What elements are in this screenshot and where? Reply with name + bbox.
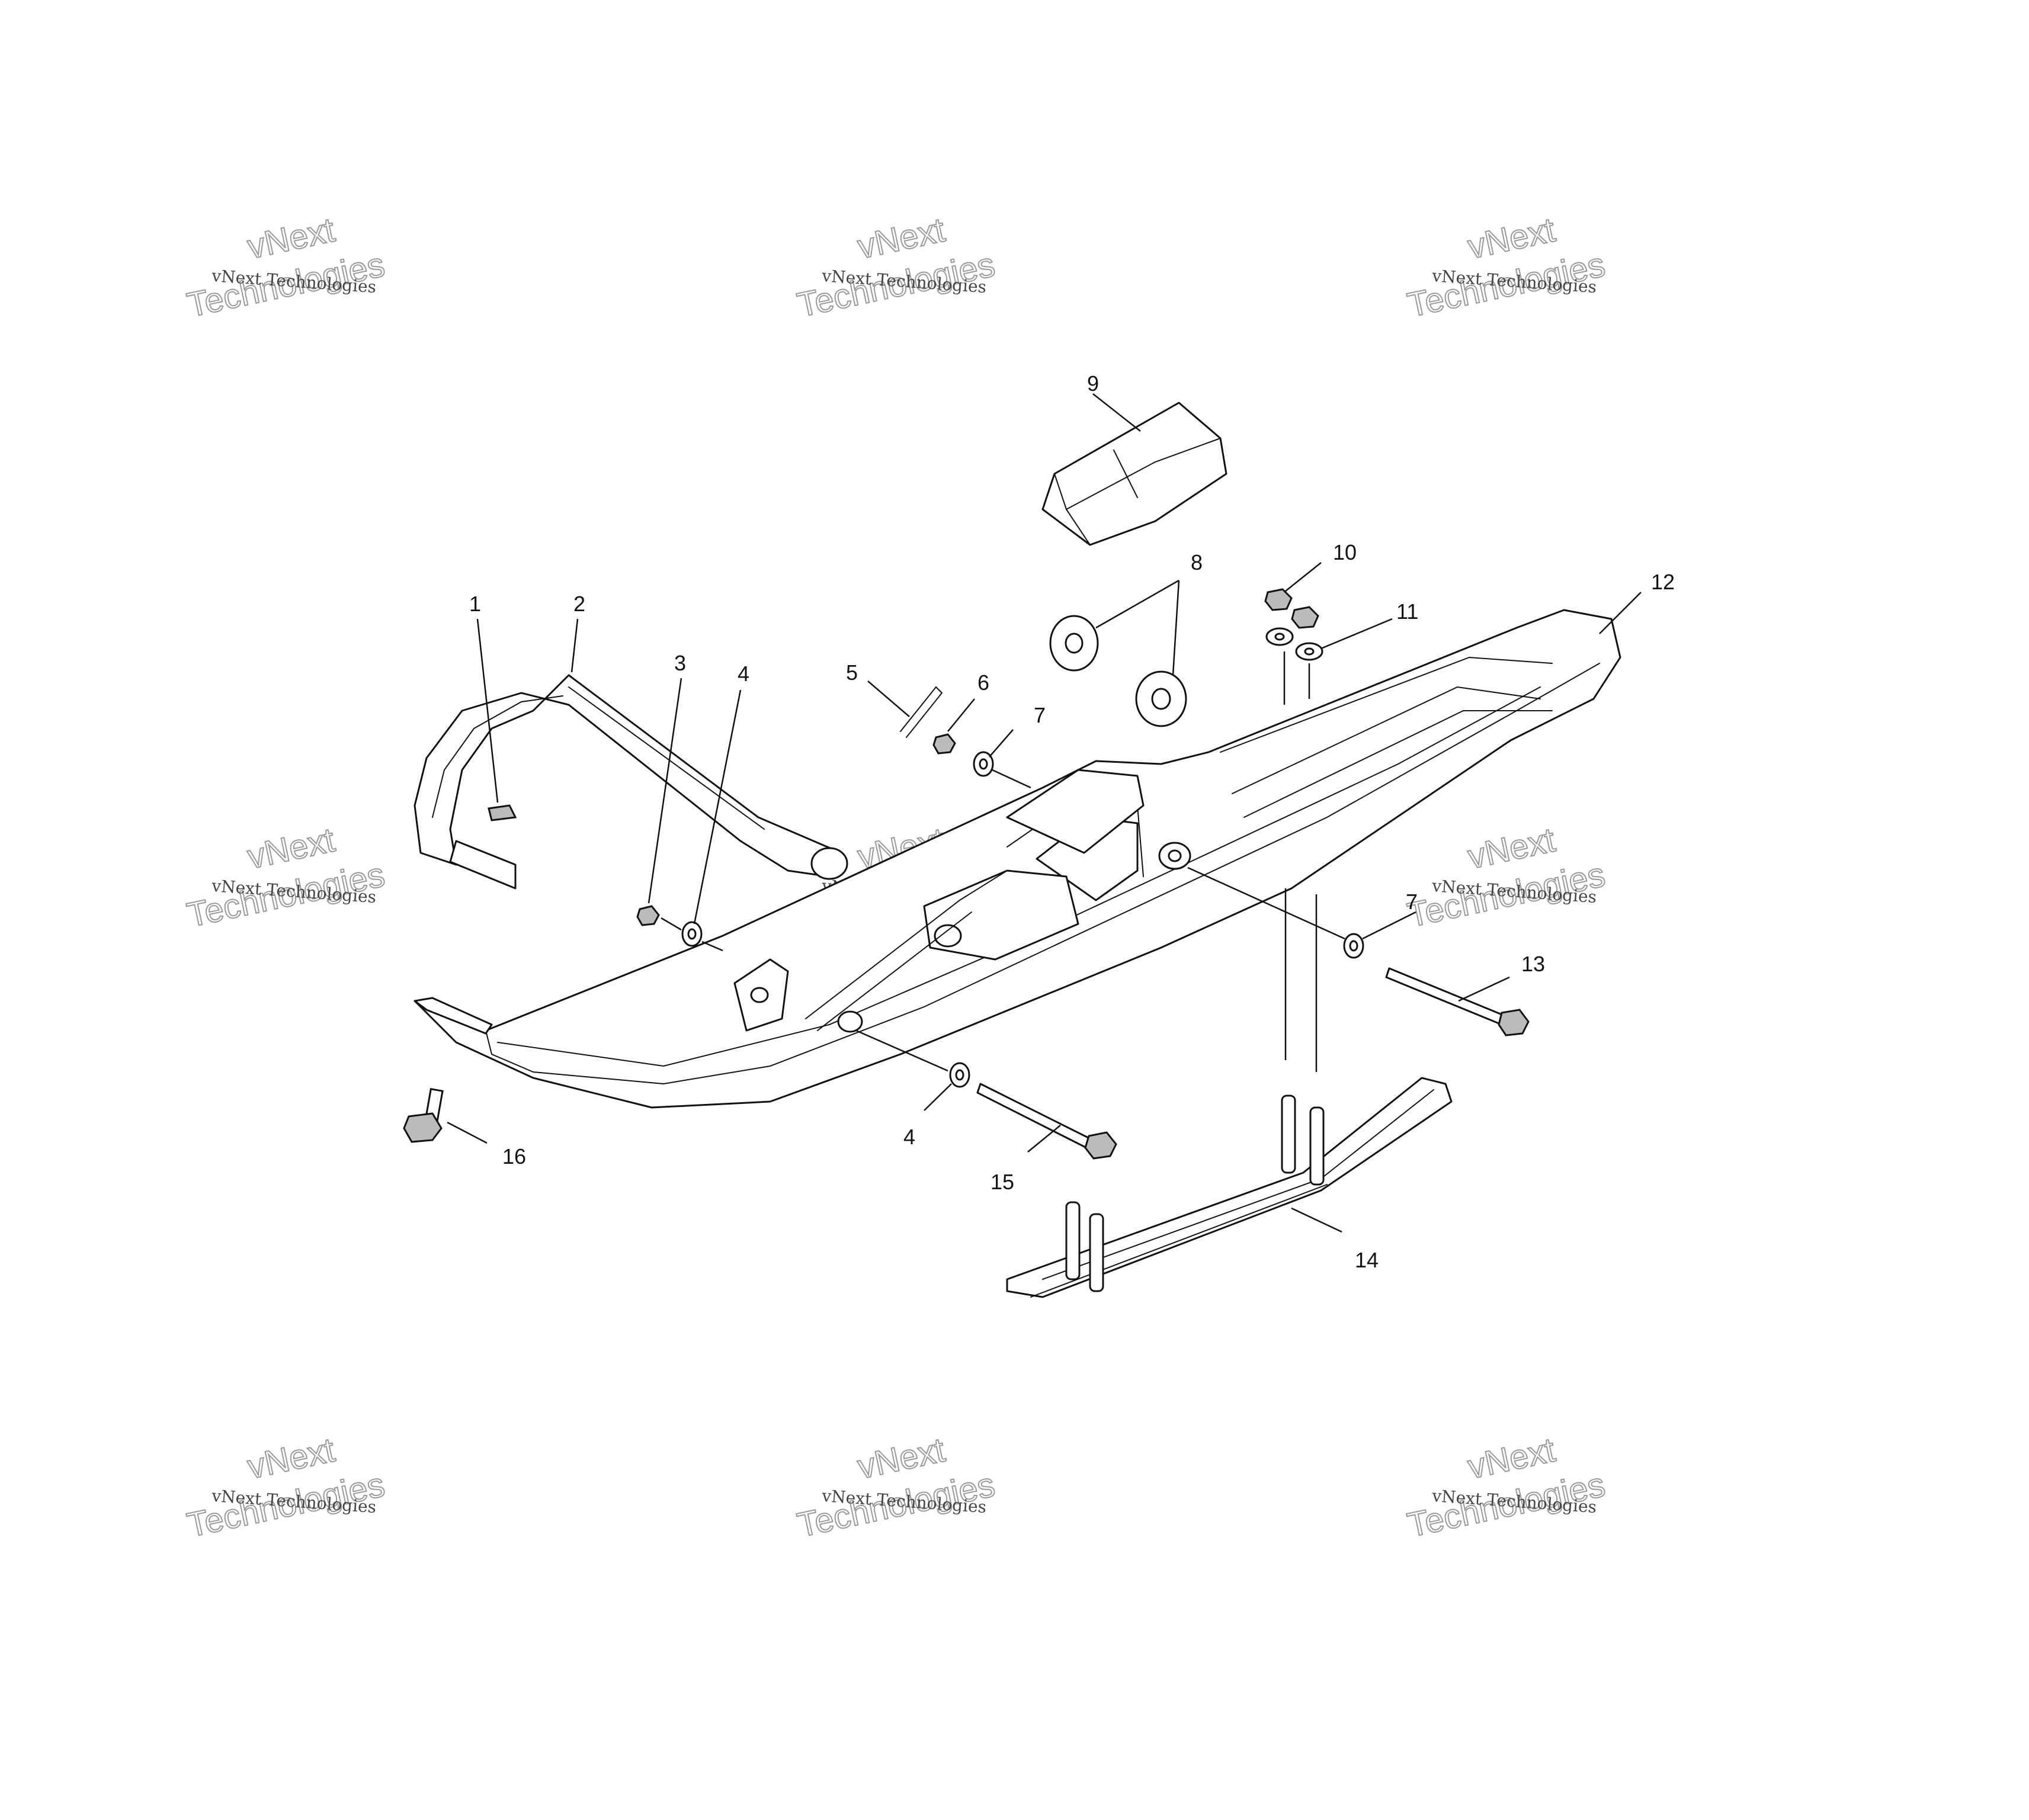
callout-1: 1 <box>469 592 481 616</box>
nut-10a <box>1264 588 1293 611</box>
callout-2: 2 <box>573 592 585 616</box>
watermark: vNext Technologies vNext Technologies <box>183 1430 389 1545</box>
watermark: vNext Technologies vNext Technologies <box>793 210 999 325</box>
hardware <box>403 588 1530 1160</box>
callout-15: 15 <box>991 1170 1014 1194</box>
callout-3: 3 <box>674 651 686 675</box>
callout-8: 8 <box>1191 550 1203 574</box>
nut-3 <box>636 905 660 926</box>
callout-7-top: 7 <box>1034 703 1046 727</box>
callout-12: 12 <box>1651 570 1675 594</box>
callout-14: 14 <box>1355 1248 1379 1272</box>
watermark: vNext Technologies vNext Technologies <box>183 210 389 325</box>
ski-body <box>414 609 1621 1109</box>
castle-nut <box>932 733 956 755</box>
callout-4-lower: 4 <box>903 1125 915 1149</box>
nut-10b <box>1291 606 1319 629</box>
callout-5: 5 <box>846 660 858 685</box>
watermark: vNext Technologies vNext Technologies <box>1403 1430 1609 1545</box>
callout-labels: 1 2 3 4 5 6 7 8 9 10 11 12 13 4 15 16 7 … <box>469 371 1675 1272</box>
watermark: vNext Technologies vNext Technologies <box>793 1430 999 1545</box>
callout-7-right: 7 <box>1406 890 1418 914</box>
wear-pad <box>1041 402 1227 546</box>
callout-16: 16 <box>502 1144 526 1169</box>
callout-10: 10 <box>1333 540 1357 564</box>
callout-6: 6 <box>977 670 989 695</box>
carbide-runner <box>1006 1077 1453 1298</box>
callout-4: 4 <box>738 662 749 686</box>
watermark: vNext Technologies vNext Technologies <box>183 820 389 935</box>
leader-lines <box>447 393 1642 1233</box>
bolt-15 <box>976 1083 1094 1150</box>
decal <box>488 804 517 821</box>
watermark: vNext Technologies vNext Technologies <box>1403 820 1609 935</box>
ski-handle <box>414 674 848 890</box>
flange-bolt-16 <box>403 1087 444 1143</box>
callout-13: 13 <box>1521 952 1545 976</box>
callout-11: 11 <box>1396 599 1418 624</box>
watermark: vNext Technologies vNext Technologies <box>1403 210 1609 325</box>
bolt-13 <box>1385 967 1506 1026</box>
cotter-pin <box>900 686 943 738</box>
callout-9: 9 <box>1087 371 1099 396</box>
